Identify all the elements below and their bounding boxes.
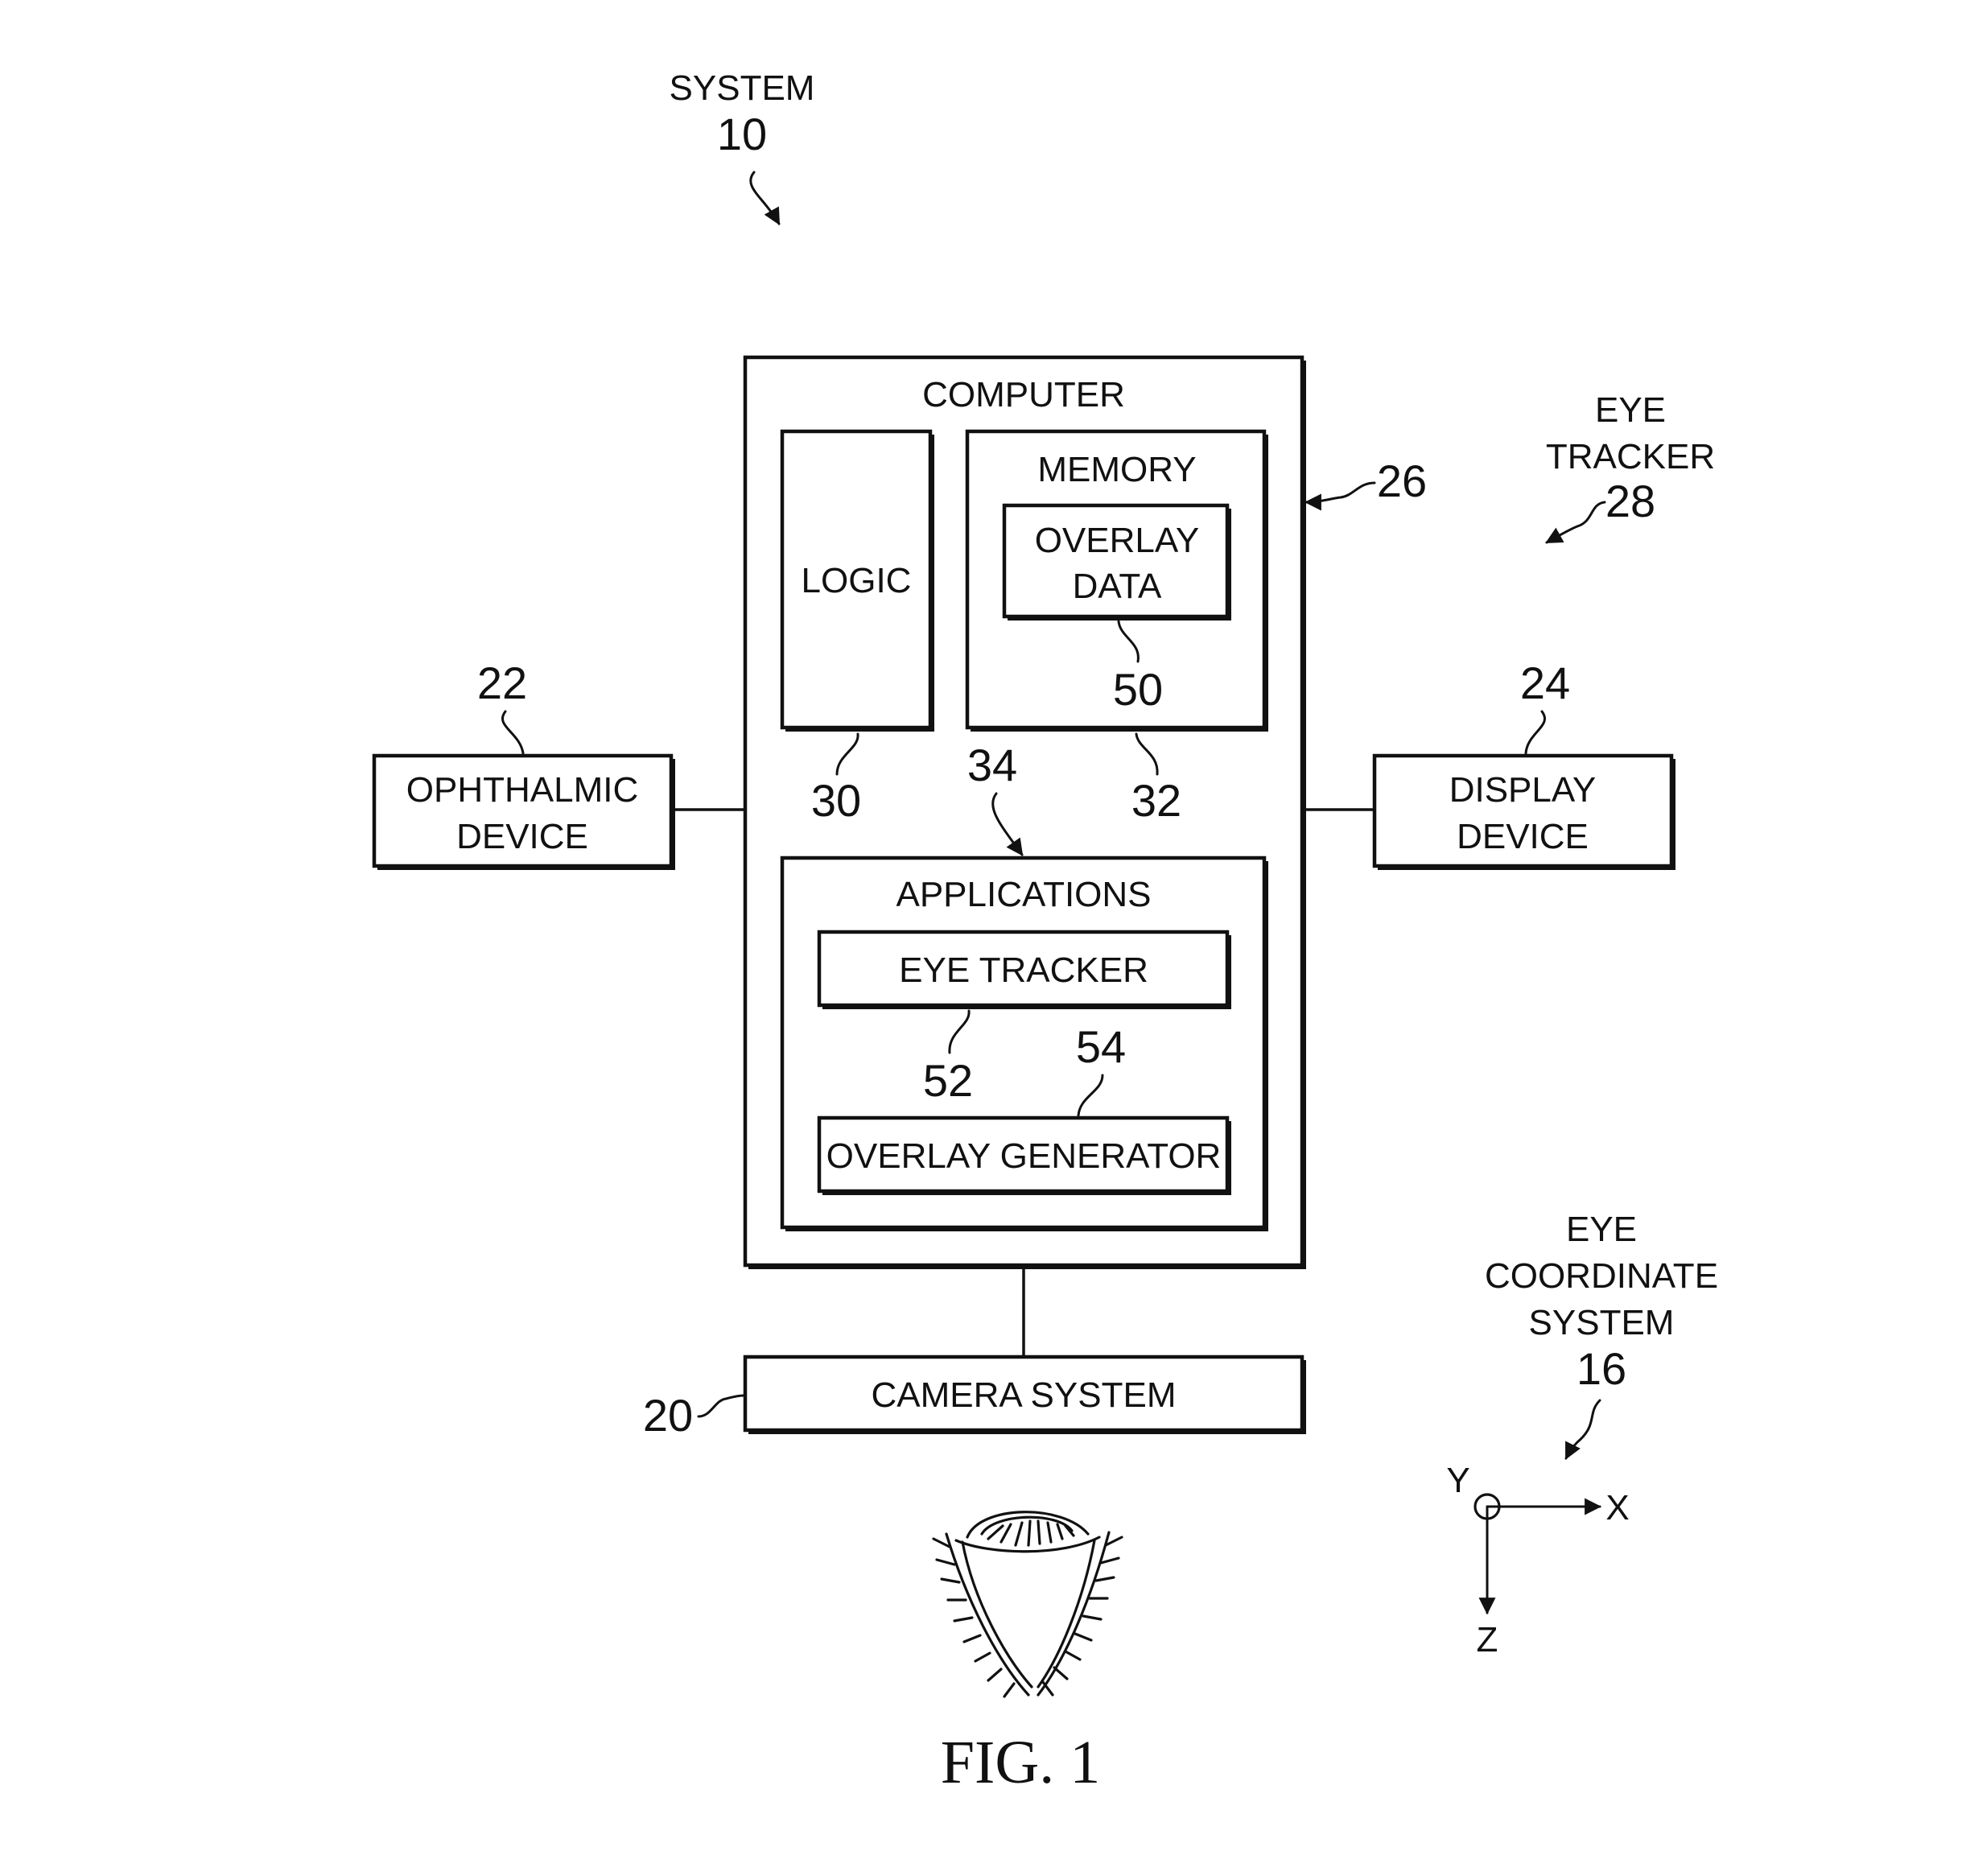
- logic-label: LOGIC: [802, 561, 912, 600]
- display-ref: 24: [1520, 658, 1570, 708]
- camera-system-box-shadow: [748, 1360, 1306, 1434]
- computer-ref-arrow: [1304, 481, 1376, 511]
- memory-label: MEMORY: [1037, 450, 1196, 489]
- overlay-data-label-line2: DATA: [1073, 567, 1162, 606]
- eye-tracker-box-shadow: [822, 935, 1231, 1009]
- computer-label: COMPUTER: [922, 375, 1125, 414]
- axis-z-label: Z: [1477, 1620, 1498, 1660]
- eye-tracker-box: [817, 930, 1230, 1008]
- axis-y-label: Y: [1446, 1461, 1469, 1500]
- memory-ref: 32: [1131, 775, 1181, 826]
- display-device-box: [1372, 753, 1674, 868]
- overlay-generator-leader: [1077, 1074, 1104, 1117]
- eye-illustration: [932, 1511, 1123, 1698]
- eye-tracker-ref: 28: [1605, 476, 1655, 526]
- system-arrow: [749, 171, 781, 225]
- eye-tracker-callout-line2: TRACKER: [1546, 437, 1715, 476]
- eye-coord-ref: 16: [1577, 1343, 1626, 1394]
- eye-tracker-callout-arrow: [1545, 501, 1606, 544]
- overlay-data-box-shadow: [1008, 509, 1231, 621]
- camera-system-label: CAMERA SYSTEM: [872, 1375, 1177, 1415]
- applications-ref-arrow: [991, 792, 1024, 856]
- computer-box-shadow: [748, 361, 1306, 1269]
- applications-ref: 34: [967, 740, 1017, 790]
- ophthalmic-device-box-shadow: [377, 759, 675, 870]
- logic-box-shadow: [785, 435, 934, 732]
- computer-ref: 26: [1377, 456, 1427, 506]
- logic-ref: 30: [811, 775, 861, 826]
- display-device-box-shadow: [1378, 759, 1675, 870]
- eye-tracker-callout-line1: EYE: [1595, 390, 1666, 430]
- system-label: SYSTEM: [670, 68, 815, 108]
- display-leader: [1524, 710, 1546, 755]
- eye-tracker-leader: [948, 1009, 971, 1054]
- logic-box: [780, 429, 933, 730]
- eye-tracker-label: EYE TRACKER: [899, 950, 1148, 990]
- eye-coord-arrow: [1564, 1399, 1601, 1460]
- display-label-line1: DISPLAY: [1449, 770, 1597, 810]
- eye-coord-label-line2: COORDINATE: [1485, 1256, 1718, 1296]
- ophthalmic-device-box: [372, 753, 674, 868]
- ophthalmic-leader: [501, 710, 525, 755]
- camera-system-ref: 20: [643, 1390, 693, 1441]
- figure-caption: FIG. 1: [941, 1729, 1100, 1796]
- overlay-data-label-line1: OVERLAY: [1035, 521, 1200, 560]
- memory-box-shadow: [971, 435, 1268, 732]
- overlay-generator-box-shadow: [822, 1121, 1231, 1195]
- coordinate-axes: Y X Z: [1446, 1461, 1629, 1660]
- applications-box-shadow: [785, 861, 1268, 1231]
- applications-label: APPLICATIONS: [896, 875, 1151, 914]
- ophthalmic-label-line2: DEVICE: [456, 817, 588, 856]
- overlay-generator-ref: 54: [1076, 1021, 1126, 1072]
- axis-x-label: X: [1605, 1488, 1629, 1528]
- overlay-generator-box: [817, 1115, 1230, 1194]
- ophthalmic-label-line1: OPHTHALMIC: [406, 770, 638, 810]
- logic-leader: [835, 732, 859, 776]
- overlay-data-ref: 50: [1113, 664, 1163, 715]
- system-ref: 10: [717, 109, 767, 159]
- camera-system-leader: [697, 1394, 745, 1418]
- overlay-generator-label: OVERLAY GENERATOR: [826, 1136, 1222, 1176]
- display-label-line2: DEVICE: [1457, 817, 1589, 856]
- ophthalmic-ref: 22: [477, 658, 527, 708]
- eye-coord-label-line3: SYSTEM: [1529, 1303, 1675, 1342]
- overlay-data-leader: [1117, 620, 1140, 663]
- camera-system-box: [743, 1354, 1304, 1433]
- memory-leader: [1135, 732, 1159, 776]
- eye-coord-label-line1: EYE: [1566, 1210, 1637, 1249]
- overlay-data-box: [1002, 503, 1230, 619]
- eye-tracker-app-ref: 52: [923, 1055, 973, 1106]
